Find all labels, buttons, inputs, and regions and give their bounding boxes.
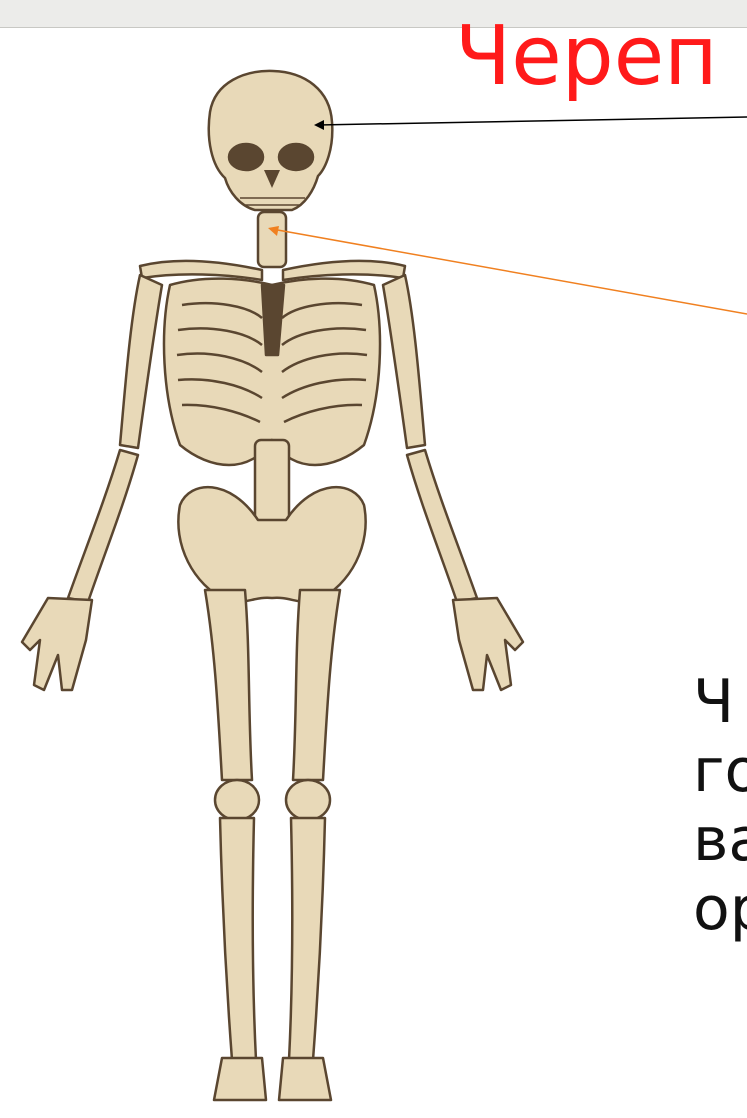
ribcage	[164, 279, 380, 465]
description-text: Ч го ва ор	[693, 668, 747, 944]
clavicle-right	[283, 261, 405, 280]
kneecap-left	[215, 780, 259, 820]
skeleton-figure	[22, 71, 523, 1100]
foot-left	[214, 1058, 266, 1100]
femur-left	[205, 590, 252, 780]
forearm-left	[68, 450, 138, 602]
skull-pointer-line	[318, 117, 747, 125]
kneecap-right	[286, 780, 330, 820]
foot-right	[279, 1058, 331, 1100]
skull	[209, 71, 333, 210]
femur-right	[293, 590, 340, 780]
skull-label: Череп	[455, 8, 747, 106]
hand-left	[22, 598, 92, 690]
lumbar-spine	[255, 440, 289, 522]
tibia-right	[289, 818, 325, 1060]
cervical-spine	[258, 212, 286, 267]
forearm-right	[407, 450, 477, 602]
tibia-left	[220, 818, 256, 1060]
humerus-left	[120, 275, 162, 448]
clavicle-left	[140, 261, 262, 280]
hand-right	[453, 598, 523, 690]
humerus-right	[383, 275, 425, 448]
